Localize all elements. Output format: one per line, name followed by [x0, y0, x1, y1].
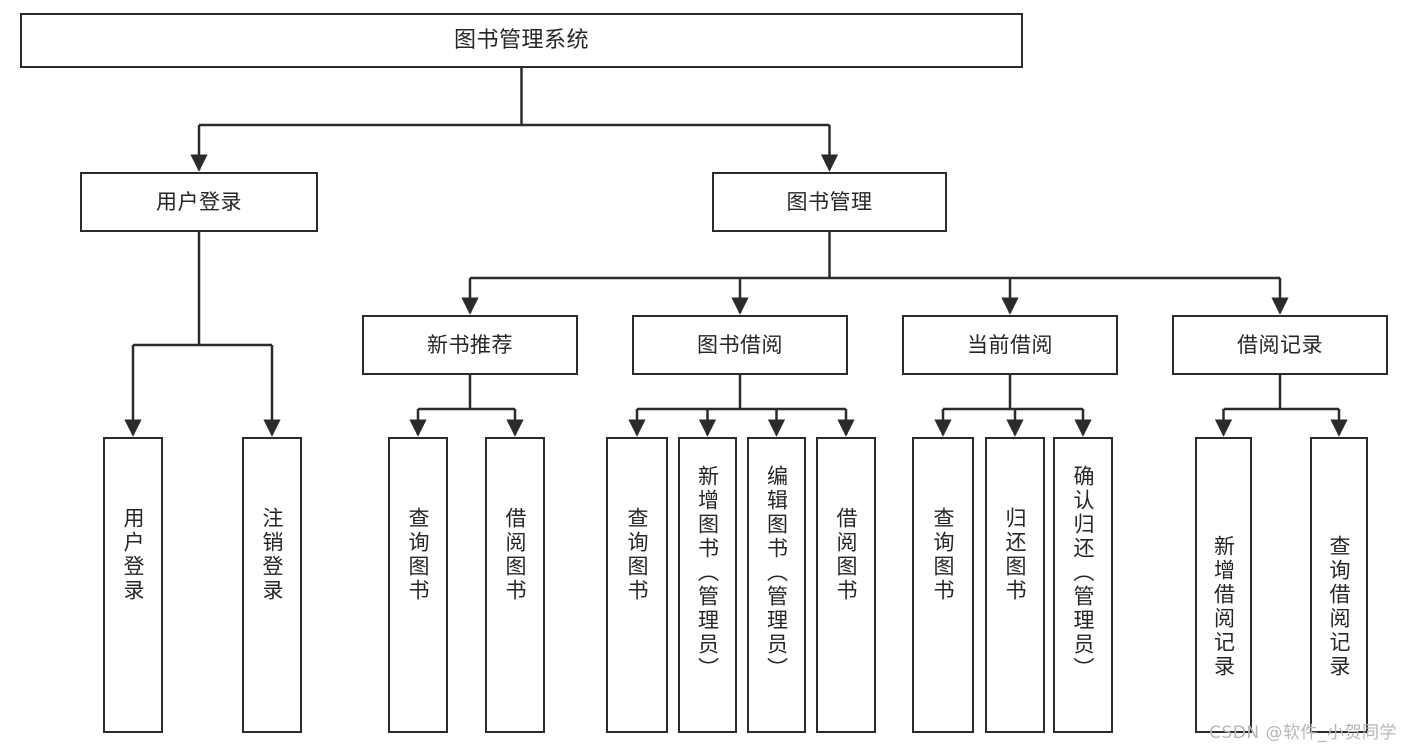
node-label-leaf-addbook: 新增图书（管理员）: [695, 465, 720, 681]
node-label-leaf-confirm: 确认归还（管理员）: [1071, 465, 1096, 681]
node-label-login: 用户登录: [156, 189, 242, 214]
node-label-leaf-return: 归还图书: [1003, 507, 1028, 603]
node-borrow[interactable]: 图书借阅: [632, 315, 848, 375]
node-label-leaf-borrow2: 借阅图书: [834, 507, 859, 603]
node-leaf-login[interactable]: 用户登录: [103, 437, 163, 733]
watermark-text: CSDN @软件_小贺同学: [1209, 723, 1397, 743]
node-leaf-query2[interactable]: 查询图书: [606, 437, 668, 733]
node-label-current: 当前借阅: [967, 332, 1053, 357]
node-leaf-logout[interactable]: 注销登录: [242, 437, 302, 733]
node-label-borrow: 图书借阅: [697, 332, 783, 357]
node-label-leaf-query1: 查询图书: [406, 507, 431, 603]
node-newbook[interactable]: 新书推荐: [362, 315, 578, 375]
node-leaf-query3[interactable]: 查询图书: [912, 437, 974, 733]
node-label-root: 图书管理系统: [453, 27, 589, 53]
node-leaf-addrec[interactable]: 新增借阅记录: [1195, 437, 1252, 733]
node-leaf-borrow2[interactable]: 借阅图书: [816, 437, 876, 733]
node-leaf-confirm[interactable]: 确认归还（管理员）: [1053, 437, 1113, 733]
node-leaf-editbook[interactable]: 编辑图书（管理员）: [747, 437, 806, 733]
node-login[interactable]: 用户登录: [80, 172, 318, 232]
node-leaf-addbook[interactable]: 新增图书（管理员）: [678, 437, 737, 733]
node-label-leaf-logout: 注销登录: [260, 507, 285, 603]
node-label-leaf-query2: 查询图书: [625, 507, 650, 603]
node-leaf-queryrec[interactable]: 查询借阅记录: [1310, 437, 1368, 733]
node-label-leaf-borrow1: 借阅图书: [503, 507, 528, 603]
node-current[interactable]: 当前借阅: [902, 315, 1118, 375]
node-label-leaf-editbook: 编辑图书（管理员）: [764, 465, 789, 681]
node-label-bookmgmt: 图书管理: [786, 189, 873, 214]
node-bookmgmt[interactable]: 图书管理: [712, 172, 947, 232]
node-label-leaf-addrec: 新增借阅记录: [1211, 535, 1236, 679]
node-root[interactable]: 图书管理系统: [20, 13, 1023, 68]
node-leaf-return[interactable]: 归还图书: [985, 437, 1045, 733]
node-label-leaf-query3: 查询图书: [931, 507, 956, 603]
node-label-records: 借阅记录: [1237, 332, 1323, 357]
node-records[interactable]: 借阅记录: [1172, 315, 1388, 375]
node-leaf-borrow1[interactable]: 借阅图书: [485, 437, 545, 733]
node-label-leaf-login: 用户登录: [121, 507, 146, 603]
node-label-leaf-queryrec: 查询借阅记录: [1327, 535, 1352, 679]
node-leaf-query1[interactable]: 查询图书: [388, 437, 448, 733]
node-label-newbook: 新书推荐: [427, 332, 513, 357]
